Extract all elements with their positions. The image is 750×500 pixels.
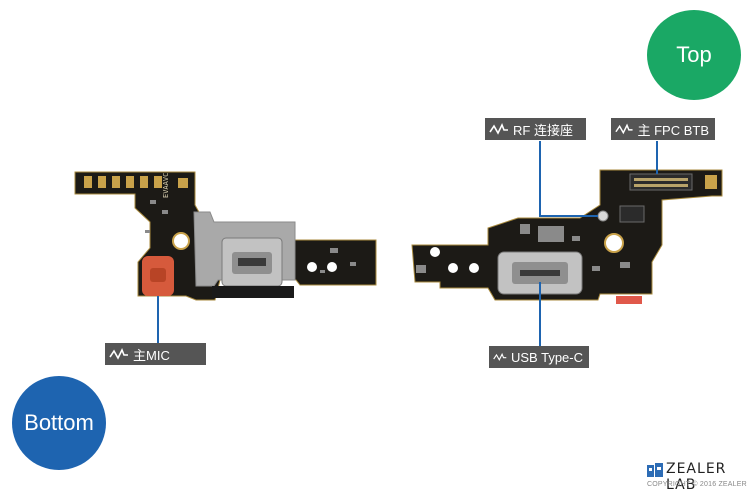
zealer-logo-icon — [647, 463, 663, 477]
signal-wave-icon — [489, 123, 508, 135]
board-bottom-side: EVAAVC — [74, 171, 377, 343]
main-mic-label: 主MIC — [105, 343, 206, 365]
main-fpc-btb-label: 主 FPC BTB — [611, 118, 715, 140]
signal-wave-icon — [109, 348, 128, 360]
zealer-lab-watermark: ZEALER LAB COPYRIGHT © 2016 ZEALER — [647, 461, 747, 495]
rf-connector-text: RF 连接座 — [513, 122, 573, 138]
signal-wave-icon — [615, 123, 633, 135]
usb-type-c-label: USB Type-C — [489, 346, 589, 368]
signal-wave-icon — [493, 352, 507, 361]
main-mic-text: 主MIC — [133, 347, 170, 363]
watermark-brand: ZEALER LAB — [666, 461, 727, 493]
rf-connector-label: RF 连接座 — [485, 118, 586, 140]
watermark-copyright: COPYRIGHT © 2016 ZEALER — [647, 481, 747, 488]
bottom-side-badge: Bottom — [12, 376, 106, 470]
board-top-side — [411, 141, 723, 346]
top-side-badge: Top — [647, 10, 741, 100]
main-fpc-btb-text: 主 FPC BTB — [637, 122, 709, 138]
usb-type-c-text: USB Type-C — [510, 349, 583, 365]
svg-text:EVAAVC: EVAAVC — [162, 173, 170, 198]
